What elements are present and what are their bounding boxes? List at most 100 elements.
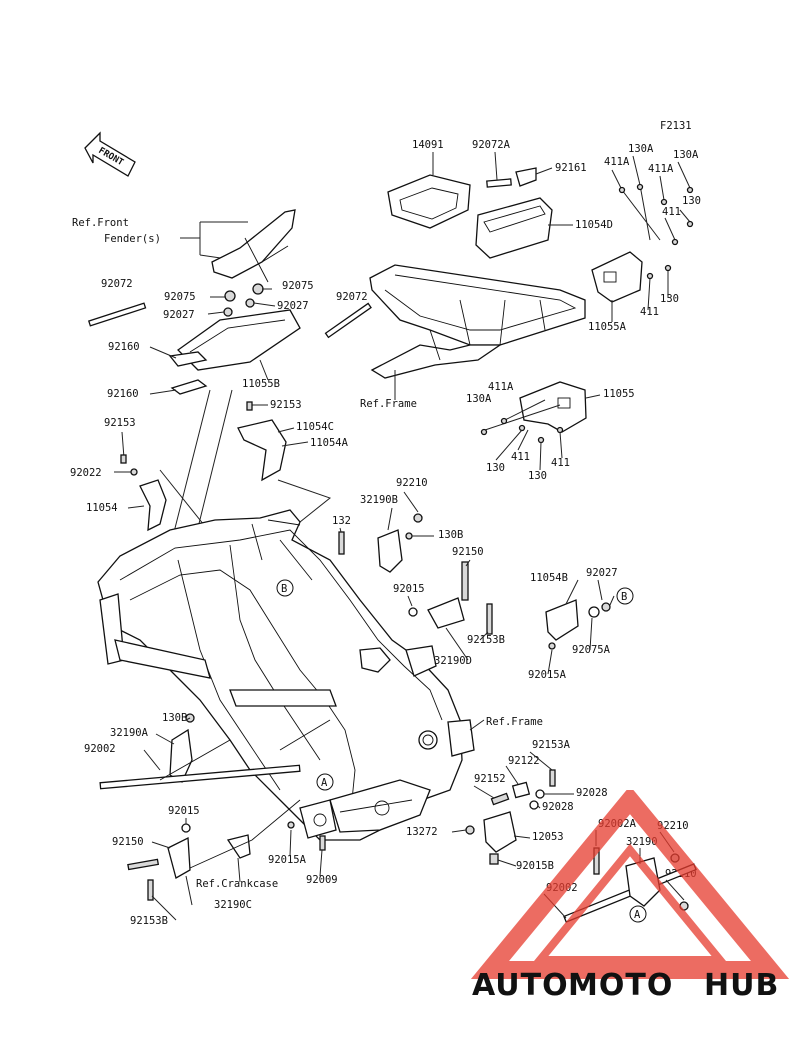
part-label-92022: 92022 bbox=[70, 467, 102, 479]
part-label-92015A: 92015A bbox=[268, 854, 307, 866]
part-label-130: 130 bbox=[528, 470, 547, 482]
subframe-body bbox=[369, 264, 586, 346]
part-label-130B: 130B bbox=[162, 712, 187, 724]
marker-a-1: A bbox=[316, 773, 334, 791]
strap-part bbox=[324, 302, 372, 339]
top-left-leaders bbox=[114, 288, 332, 581]
part-label-11055B: 11055B bbox=[242, 378, 280, 390]
mount-32190D-part bbox=[427, 597, 465, 629]
mount-32190c-part bbox=[167, 836, 191, 879]
damper-part bbox=[252, 283, 264, 295]
part-label-92153B: 92153B bbox=[467, 634, 505, 646]
part-label-92160: 92160 bbox=[108, 341, 140, 353]
part-label-411A: 411A bbox=[648, 163, 674, 175]
ref-front-fender-label: Ref.Front bbox=[72, 217, 129, 229]
strap-part bbox=[87, 302, 147, 327]
top-right-leaders bbox=[394, 151, 691, 400]
part-label-92122: 92122 bbox=[508, 755, 540, 767]
part-label-32190D: 32190D bbox=[434, 655, 472, 667]
rear-subframe bbox=[369, 167, 643, 379]
through-bolt-92002 bbox=[99, 764, 301, 790]
part-label-11054A: 11054A bbox=[310, 437, 349, 449]
watermark-hub: HUB bbox=[704, 968, 779, 1003]
part-label-130A: 130A bbox=[466, 393, 492, 405]
bracket-11054b-part bbox=[545, 599, 579, 641]
mount-32190a-part bbox=[169, 728, 193, 783]
marker-b-2: B bbox=[616, 587, 634, 605]
svg-text:B: B bbox=[621, 591, 627, 603]
damper-part bbox=[224, 290, 236, 302]
front-bracket-group bbox=[87, 209, 372, 532]
frame-outline bbox=[97, 509, 463, 841]
top-right-fasteners bbox=[618, 183, 694, 280]
part-label-32190C: 32190C bbox=[214, 899, 252, 911]
ref-crankcase-label: Ref.Crankcase bbox=[196, 878, 278, 890]
part-label-92075: 92075 bbox=[282, 280, 314, 292]
ref-front-fender-label-2: Fender(s) bbox=[104, 233, 161, 245]
watermark-auto: AUTO bbox=[472, 968, 569, 1003]
bracket-11054-part bbox=[139, 479, 167, 532]
part-label-92150: 92150 bbox=[112, 836, 144, 848]
part-label-92153: 92153 bbox=[104, 417, 136, 429]
part-label-411: 411 bbox=[640, 306, 659, 318]
part-label-411: 411 bbox=[551, 457, 570, 469]
part-label-92015: 92015 bbox=[168, 805, 200, 817]
part-label-92027: 92027 bbox=[163, 309, 195, 321]
part-label-92028: 92028 bbox=[542, 801, 574, 813]
part-label-130: 130 bbox=[682, 195, 701, 207]
part-label-92009: 92009 bbox=[306, 874, 338, 886]
part-label-92153B: 92153B bbox=[130, 915, 168, 927]
part-label-11054: 11054 bbox=[86, 502, 118, 514]
part-label-92015: 92015 bbox=[393, 583, 425, 595]
part-label-92075A: 92075A bbox=[572, 644, 611, 656]
svg-text:A: A bbox=[321, 777, 328, 789]
ref-frame-label: Ref.Frame bbox=[486, 716, 543, 728]
part-label-92028: 92028 bbox=[576, 787, 608, 799]
battery-case-part bbox=[475, 197, 553, 259]
part-label-14091: 14091 bbox=[412, 139, 444, 151]
part-label-132: 132 bbox=[332, 515, 351, 527]
middle-parts bbox=[338, 491, 615, 731]
part-label-130A: 130A bbox=[673, 149, 699, 161]
part-label-130: 130 bbox=[486, 462, 505, 474]
watermark-logo: AUTO MOTO HUB bbox=[470, 790, 790, 1003]
ref-frame-label: Ref.Frame bbox=[360, 398, 417, 410]
part-label-411A: 411A bbox=[488, 381, 514, 393]
part-label-11054B: 11054B bbox=[530, 572, 568, 584]
watermark-triangle-icon bbox=[470, 790, 790, 979]
top-left-fasteners bbox=[120, 401, 253, 476]
part-label-130: 130 bbox=[660, 293, 679, 305]
part-label-92210: 92210 bbox=[396, 477, 428, 489]
main-frame bbox=[97, 509, 475, 841]
part-label-130B: 130B bbox=[438, 529, 463, 541]
svg-text:B: B bbox=[281, 583, 287, 595]
part-label-92160: 92160 bbox=[107, 388, 139, 400]
part-label-92015B: 92015B bbox=[516, 860, 554, 872]
battery-tray-part bbox=[387, 174, 471, 229]
engine-mount-part bbox=[377, 529, 403, 573]
rear-bracket-part bbox=[591, 251, 643, 303]
part-label-411: 411 bbox=[511, 451, 530, 463]
part-label-411: 411 bbox=[662, 206, 681, 218]
bracket-11055-group bbox=[480, 381, 601, 471]
fender-bracket-part bbox=[211, 209, 296, 279]
part-label-411A: 411A bbox=[604, 156, 630, 168]
chain-guide-12053 bbox=[483, 811, 517, 853]
part-label-92027: 92027 bbox=[277, 300, 309, 312]
figure-code: F2131 bbox=[660, 120, 692, 132]
part-label-92072: 92072 bbox=[101, 278, 133, 290]
grommet-part bbox=[515, 167, 537, 187]
watermark-moto: MOTO bbox=[568, 968, 673, 1003]
strap-part bbox=[486, 178, 512, 188]
part-label-12053: 12053 bbox=[532, 831, 564, 843]
svg-text:A: A bbox=[634, 909, 641, 921]
part-label-11055A: 11055A bbox=[588, 321, 627, 333]
bracket-11054a-part bbox=[237, 419, 287, 482]
part-label-92153A: 92153A bbox=[532, 739, 571, 751]
part-label-92152: 92152 bbox=[474, 773, 506, 785]
part-label-92002: 92002 bbox=[84, 743, 116, 755]
part-label-11054C: 11054C bbox=[296, 421, 334, 433]
lower-left-parts bbox=[99, 713, 331, 921]
